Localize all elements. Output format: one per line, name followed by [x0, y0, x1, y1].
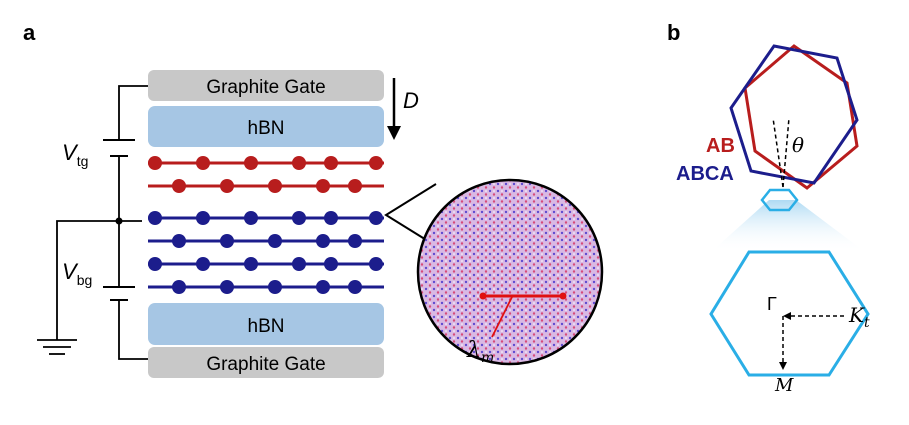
k-point-label: Kt — [848, 303, 870, 331]
legend-abca: ABCA — [676, 163, 734, 185]
moire-wavelength-bar — [479, 292, 567, 338]
zoom-cone — [711, 200, 865, 252]
gamma-point-label: Γ — [767, 294, 777, 314]
zoom-callout-lines — [384, 183, 437, 247]
abca-tetralayer — [148, 211, 384, 294]
ab-bilayer — [148, 156, 384, 193]
top-voltage-label: Vtg — [62, 140, 88, 169]
top-graphite-gate-label: Graphite Gate — [206, 77, 325, 98]
bottom-graphite-gate — [148, 347, 384, 378]
bottom-hbn-label: hBN — [248, 316, 285, 337]
bottom-graphite-gate-label: Graphite Gate — [206, 354, 325, 375]
circuit-wires — [56, 85, 148, 360]
ground-symbol — [37, 339, 77, 355]
displacement-field-label: D — [403, 88, 419, 113]
top-hbn-layer — [148, 106, 384, 147]
bottom-capacitor-symbol — [103, 286, 135, 301]
mini-brillouin-zone-large — [709, 250, 870, 377]
abca-brillouin-zone-hexagon — [729, 44, 859, 185]
panel-a-label: a — [23, 20, 36, 45]
legend-ab: AB — [706, 135, 735, 157]
panel-b-label: b — [667, 20, 680, 45]
m-direction-arrow — [779, 316, 787, 370]
twist-angle-label: θ — [792, 133, 804, 157]
displacement-field-arrow — [387, 78, 401, 140]
circuit-node — [115, 217, 123, 225]
mini-brillouin-zone-small — [760, 188, 799, 212]
moire-wavelength-label: λm — [466, 338, 494, 366]
m-point-label: M — [774, 375, 794, 396]
top-graphite-gate — [148, 70, 384, 101]
moire-pattern-inset — [416, 178, 604, 366]
k-direction-arrow — [783, 312, 844, 320]
twist-angle-lines — [772, 117, 790, 188]
bottom-hbn-layer — [148, 303, 384, 345]
top-hbn-label: hBN — [248, 118, 285, 139]
bottom-voltage-label: Vbg — [62, 259, 92, 288]
top-capacitor-symbol — [103, 139, 135, 157]
